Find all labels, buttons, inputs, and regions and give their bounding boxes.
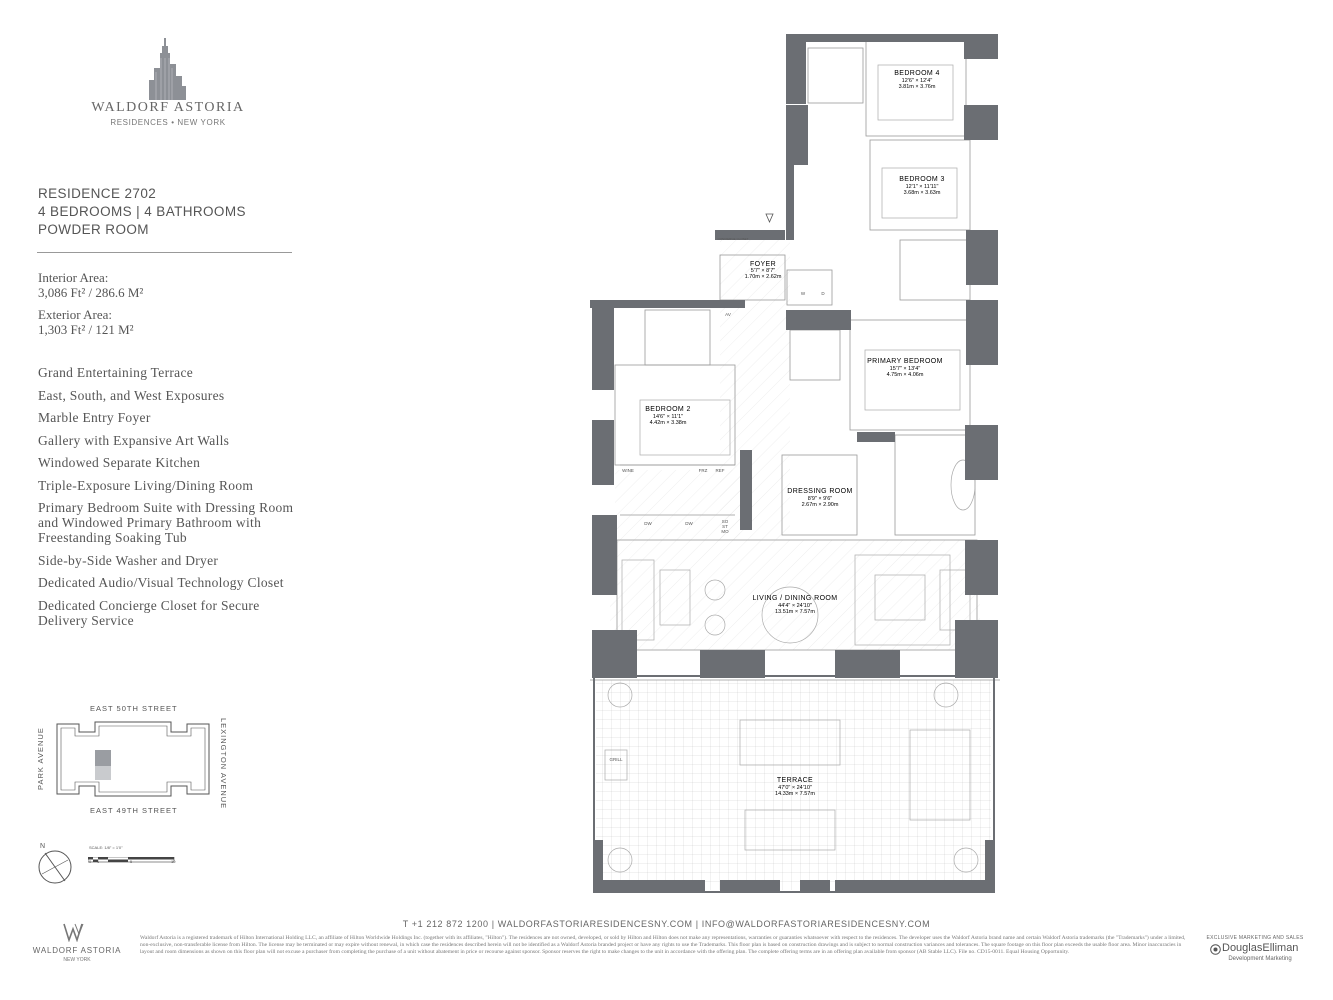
street-south: EAST 49TH STREET bbox=[90, 806, 178, 815]
compass-icon bbox=[36, 848, 74, 886]
room-dim-metric: 13.51m × 7.57m bbox=[775, 609, 815, 615]
marketing-company: DouglasElliman bbox=[1222, 942, 1299, 954]
av-tag: AV bbox=[725, 312, 731, 317]
room-dim-imperial: 5'7" × 8'7" bbox=[751, 268, 776, 274]
kitchen-floor bbox=[615, 470, 740, 540]
room-dim-imperial: 8'9" × 9'6" bbox=[808, 496, 833, 502]
scale-label: SCALE: 1/8" = 1'0" bbox=[89, 845, 123, 850]
wine-tag: WINE bbox=[622, 468, 634, 473]
legal-disclaimer: Waldorf Astoria is a registered trademar… bbox=[140, 935, 1186, 956]
room-name: DRESSING ROOM bbox=[787, 488, 852, 495]
room-dim-imperial: 14'6" × 11'1" bbox=[653, 414, 683, 420]
brand-name: WALDORF ASTORIA bbox=[91, 100, 245, 115]
refrigerator-tag: REF bbox=[716, 468, 725, 473]
feature-item: Primary Bedroom Suite with Dressing Room… bbox=[38, 500, 294, 545]
building-logo bbox=[146, 38, 190, 100]
scale-tick: 5 bbox=[130, 859, 133, 864]
room-dim-metric: 4.42m × 3.38m bbox=[650, 420, 687, 426]
marketing-tagline: EXCLUSIVE MARKETING AND SALES bbox=[1206, 935, 1304, 941]
waldorf-monogram-icon bbox=[63, 922, 87, 943]
feature-item: Dedicated Concierge Closet for Secure De… bbox=[38, 597, 260, 628]
furniture bbox=[604, 64, 979, 873]
room-dim-imperial: 15'7" × 13'4" bbox=[890, 366, 921, 372]
dishwasher-tag: DW bbox=[685, 521, 693, 526]
room-name: TERRACE bbox=[777, 777, 813, 784]
feature-item: Windowed Separate Kitchen bbox=[38, 455, 201, 470]
living-floor bbox=[610, 540, 980, 650]
feature-item: Marble Entry Foyer bbox=[38, 410, 151, 425]
scale-tick: 0 bbox=[89, 859, 92, 864]
room-dim-imperial: 44'4" × 24'10" bbox=[778, 603, 812, 609]
mo-tag: MO bbox=[721, 529, 729, 534]
room-name: BEDROOM 3 bbox=[899, 176, 945, 183]
key-plan bbox=[55, 718, 211, 800]
entry-arrow-icon bbox=[765, 213, 774, 223]
room-dim-imperial: 12'1" × 11'11" bbox=[906, 184, 939, 190]
interior-area-label: Interior Area: bbox=[38, 270, 109, 285]
terrace-floor bbox=[596, 680, 991, 890]
concierge-closet-tag: CONCIERGE CLOSET bbox=[717, 237, 748, 241]
washer-tag: W bbox=[801, 291, 806, 296]
exterior-area-label: Exterior Area: bbox=[38, 307, 112, 322]
contact-line: T +1 212 872 1200 | WALDORFASTORIARESIDE… bbox=[402, 919, 931, 929]
dryer-tag: D bbox=[821, 291, 825, 296]
brand-subtitle: RESIDENCES • NEW YORK bbox=[110, 118, 226, 127]
grill-tag: GRILL bbox=[609, 757, 623, 762]
feature-item: Side-by-Side Washer and Dryer bbox=[38, 552, 219, 568]
footer-brand-sub: NEW YORK bbox=[63, 957, 91, 963]
feature-item: Triple-Exposure Living/Dining Room bbox=[38, 477, 254, 493]
structural-walls bbox=[590, 34, 998, 892]
footer-brand-name: WALDORF ASTORIA bbox=[32, 946, 122, 955]
avenue-west: PARK AVENUE bbox=[36, 727, 45, 790]
room-dim-metric: 3.68m × 3.63m bbox=[904, 190, 941, 196]
feature-list: Grand Entertaining Terrace East, South, … bbox=[38, 365, 298, 635]
room-dim-metric: 1.70m × 2.62m bbox=[745, 274, 782, 280]
room-dim-imperial: 47'0" × 24'10" bbox=[778, 785, 812, 791]
room-name: BEDROOM 2 bbox=[645, 406, 691, 413]
compass-north-label: N bbox=[40, 843, 46, 850]
feature-item: Grand Entertaining Terrace bbox=[38, 365, 194, 380]
feature-item: Dedicated Audio/Visual Technology Closet bbox=[38, 575, 284, 590]
room-dim-metric: 14.33m × 7.57m bbox=[775, 791, 815, 797]
street-north: EAST 50TH STREET bbox=[90, 704, 178, 713]
avenue-east: LEXINGTON AVENUE bbox=[219, 718, 228, 810]
so-tag: SO bbox=[722, 519, 729, 524]
residence-rooms: 4 BEDROOMS | 4 BATHROOMS bbox=[38, 204, 246, 219]
scale-tick: 1 bbox=[97, 859, 100, 864]
feature-item: Gallery with Expansive Art Walls bbox=[38, 432, 230, 448]
room-name: PRIMARY BEDROOM bbox=[867, 358, 943, 365]
freezer-tag: FRZ bbox=[699, 468, 708, 473]
room-dim-metric: 4.75m × 4.06m bbox=[887, 372, 924, 378]
douglas-elliman-logo-icon bbox=[1210, 942, 1221, 955]
scale-bar bbox=[87, 852, 176, 863]
room-name: FOYER bbox=[750, 261, 776, 268]
room-dim-imperial: 12'6" × 12'4" bbox=[902, 78, 933, 84]
terrace-outline bbox=[593, 675, 995, 893]
residence-title: RESIDENCE 2702 bbox=[38, 186, 157, 201]
st-tag: ST bbox=[722, 524, 728, 529]
marketing-sub: Development Marketing bbox=[1228, 956, 1292, 962]
feature-item: East, South, and West Exposures bbox=[38, 387, 225, 403]
room-name: BEDROOM 4 bbox=[894, 70, 940, 77]
scale-tick: 10 bbox=[171, 859, 176, 864]
residence-powder: POWDER ROOM bbox=[38, 222, 149, 237]
room-dim-metric: 3.81m × 3.76m bbox=[899, 84, 936, 90]
divider bbox=[37, 252, 292, 253]
room-dim-metric: 2.67m × 2.90m bbox=[802, 502, 839, 508]
dishwasher-tag: DW bbox=[644, 521, 652, 526]
floor-plan: BEDROOM 4 12'6" × 12'4" 3.81m × 3.76m BE… bbox=[590, 34, 1000, 893]
exterior-area-value: 1,303 Ft² / 121 M² bbox=[38, 322, 134, 337]
room-name: LIVING / DINING ROOM bbox=[752, 595, 837, 602]
interior-area-value: 3,086 Ft² / 286.6 M² bbox=[38, 285, 144, 300]
